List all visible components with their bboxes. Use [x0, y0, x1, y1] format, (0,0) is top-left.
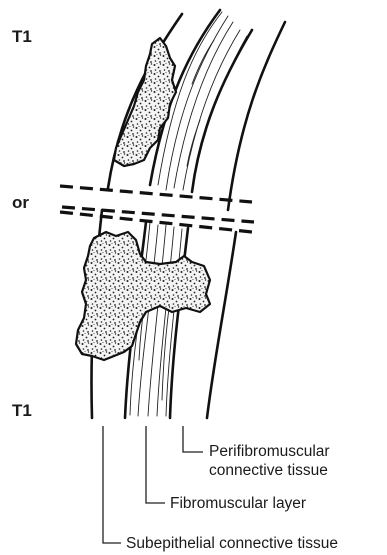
leader-subepithelial — [103, 426, 121, 543]
callout-subepithelial: Subepithelial connective tissue — [126, 535, 338, 552]
callout-leaders — [103, 426, 203, 543]
stage-label-bottom: T1 — [12, 401, 32, 420]
section-break-lines — [60, 186, 254, 232]
stage-label-top: T1 — [12, 27, 32, 46]
callout-perifibromuscular-line2: connective tissue — [209, 462, 328, 479]
leader-perifibromuscular — [183, 426, 203, 452]
leader-fibromuscular — [146, 426, 165, 503]
callout-perifibromuscular-line1: Perifibromuscular — [209, 443, 330, 460]
callout-fibromuscular: Fibromuscular layer — [170, 495, 306, 512]
stage-label-or: or — [12, 193, 29, 212]
tumor-upper — [114, 38, 176, 166]
